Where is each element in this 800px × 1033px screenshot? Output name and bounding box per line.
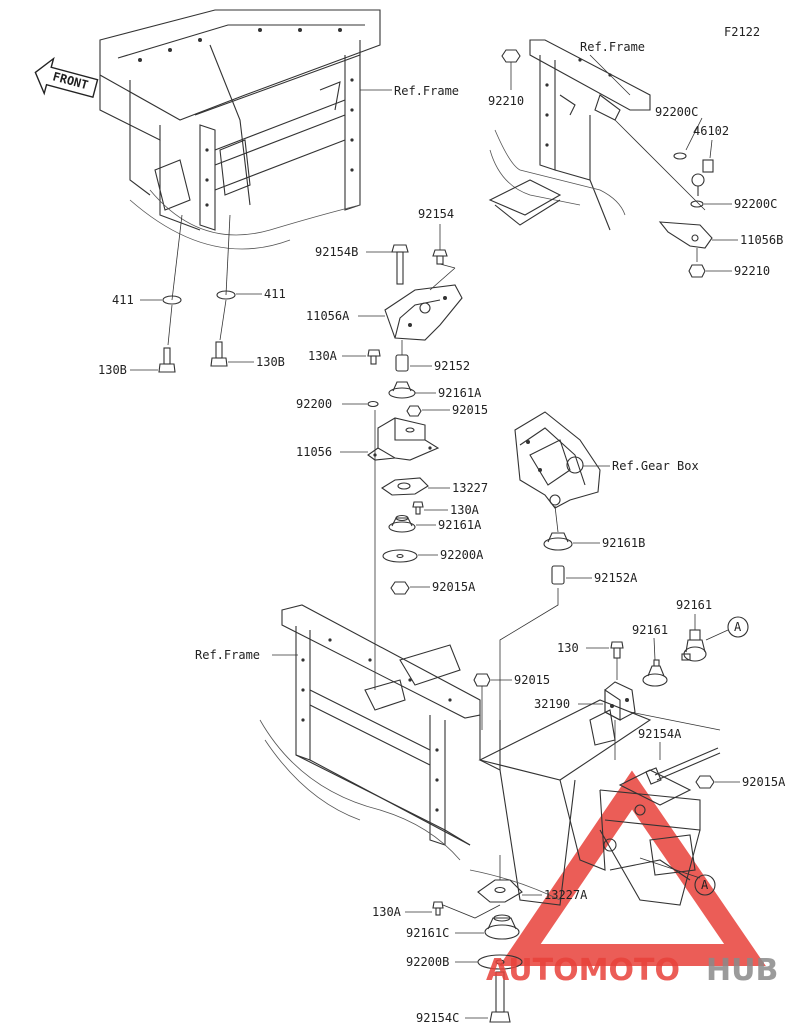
ref-frame-label: Ref.Frame bbox=[394, 84, 459, 98]
part-92210-top: 92210 bbox=[488, 94, 524, 108]
gear-box-bracket bbox=[514, 411, 601, 509]
part-92200: 92200 bbox=[296, 397, 332, 411]
bolt-92154A bbox=[645, 747, 721, 785]
part-92161A-mid: 92161A bbox=[438, 518, 482, 532]
bolt-130A-mid bbox=[412, 501, 424, 515]
bracket-32190 bbox=[604, 681, 636, 721]
nut-92015-mid bbox=[473, 673, 491, 687]
part-46102: 46102 bbox=[693, 124, 729, 138]
damper-92161-left bbox=[642, 659, 668, 687]
part-92200B: 92200B bbox=[406, 955, 449, 969]
part-130A-top: 130A bbox=[308, 349, 338, 363]
washer-411-right bbox=[216, 290, 236, 300]
ref-frame-label-right: Ref.Frame bbox=[580, 40, 645, 54]
part-13227A: 13227A bbox=[544, 888, 588, 902]
washer-411-left bbox=[162, 295, 182, 305]
part-92015-top: 92015 bbox=[452, 403, 488, 417]
part-92210-bot: 92210 bbox=[734, 264, 770, 278]
damper-92161A-top bbox=[388, 381, 416, 399]
part-92015-mid: 92015 bbox=[514, 673, 550, 687]
part-411-left: 411 bbox=[112, 293, 134, 307]
part-92161C: 92161C bbox=[406, 926, 449, 940]
part-411-right: 411 bbox=[264, 287, 286, 301]
part-92154B: 92154B bbox=[315, 245, 358, 259]
nut-92015-top bbox=[406, 405, 422, 417]
plate-13227 bbox=[380, 477, 429, 496]
damper-92161-right bbox=[681, 629, 707, 662]
nut-92015A-right bbox=[695, 775, 715, 789]
damper-92161C bbox=[484, 914, 520, 940]
part-92152: 92152 bbox=[434, 359, 470, 373]
part-13227: 13227 bbox=[452, 481, 488, 495]
stud-46102 bbox=[691, 159, 714, 196]
callout-a-bottom-label: A bbox=[701, 878, 709, 892]
bolt-130B-left bbox=[158, 347, 176, 373]
washer-92200C-top bbox=[673, 152, 687, 160]
upper-left-frame bbox=[99, 9, 381, 250]
nut-92210-top bbox=[501, 49, 521, 63]
watermark-hub: HUB bbox=[706, 953, 778, 988]
bolt-92154C bbox=[489, 971, 511, 1023]
part-92161-left: 92161 bbox=[632, 623, 668, 637]
bolt-92154B bbox=[391, 244, 409, 285]
part-11056B: 11056B bbox=[740, 233, 783, 247]
bolt-130A-bot bbox=[432, 901, 444, 916]
nut-92210-bot bbox=[688, 264, 706, 278]
collar-92152 bbox=[395, 354, 409, 372]
main-lower-frame bbox=[259, 604, 701, 906]
part-11056: 11056 bbox=[296, 445, 332, 459]
part-130A-mid: 130A bbox=[450, 503, 480, 517]
part-92154C: 92154C bbox=[416, 1011, 459, 1025]
ref-frame-label-bottom: Ref.Frame bbox=[195, 648, 260, 662]
part-92154: 92154 bbox=[418, 207, 454, 221]
part-92200C-bot: 92200C bbox=[734, 197, 777, 211]
part-92154A: 92154A bbox=[638, 727, 682, 741]
callout-a-top bbox=[727, 616, 749, 638]
part-92015A-top: 92015A bbox=[432, 580, 476, 594]
damper-92161A-mid bbox=[388, 514, 416, 533]
diagram-code: F2122 bbox=[724, 25, 760, 39]
part-92161B: 92161B bbox=[602, 536, 645, 550]
bolt-92154 bbox=[432, 249, 448, 265]
front-arrow-icon bbox=[34, 56, 99, 98]
upper-right-frame bbox=[488, 39, 651, 231]
watermark-automoto: AUTOMOTO bbox=[486, 953, 680, 988]
part-130A-bot: 130A bbox=[372, 905, 402, 919]
part-130B-left: 130B bbox=[98, 363, 127, 377]
bolt-130A-top bbox=[367, 349, 381, 365]
washer-92200A bbox=[382, 549, 418, 563]
ref-gear-box-label: Ref.Gear Box bbox=[612, 459, 699, 473]
part-92161-right: 92161 bbox=[676, 598, 712, 612]
bracket-11056A bbox=[384, 284, 463, 341]
watermark-triangle-icon bbox=[499, 770, 766, 966]
washer-92200 bbox=[367, 400, 379, 408]
callout-a-top-label: A bbox=[734, 620, 742, 634]
damper-92161B bbox=[543, 532, 573, 551]
nut-92015A-top bbox=[390, 581, 410, 595]
collar-92152A bbox=[551, 565, 565, 585]
part-92015A-right: 92015A bbox=[742, 775, 786, 789]
part-92161A-top: 92161A bbox=[438, 386, 482, 400]
plate-13227A bbox=[477, 879, 523, 903]
part-130B-right: 130B bbox=[256, 355, 285, 369]
callout-a-bottom bbox=[694, 874, 716, 896]
bolt-130-right bbox=[610, 641, 624, 659]
part-92200A: 92200A bbox=[440, 548, 484, 562]
part-130-right: 130 bbox=[557, 641, 579, 655]
part-92200C-top: 92200C bbox=[655, 105, 698, 119]
bracket-11056 bbox=[367, 417, 440, 461]
part-32190: 32190 bbox=[534, 697, 570, 711]
part-11056A: 11056A bbox=[306, 309, 350, 323]
washer-92200C-bot bbox=[690, 200, 704, 208]
bracket-11056B bbox=[658, 221, 713, 249]
bolt-130B-right bbox=[210, 341, 228, 367]
part-92152A: 92152A bbox=[594, 571, 638, 585]
